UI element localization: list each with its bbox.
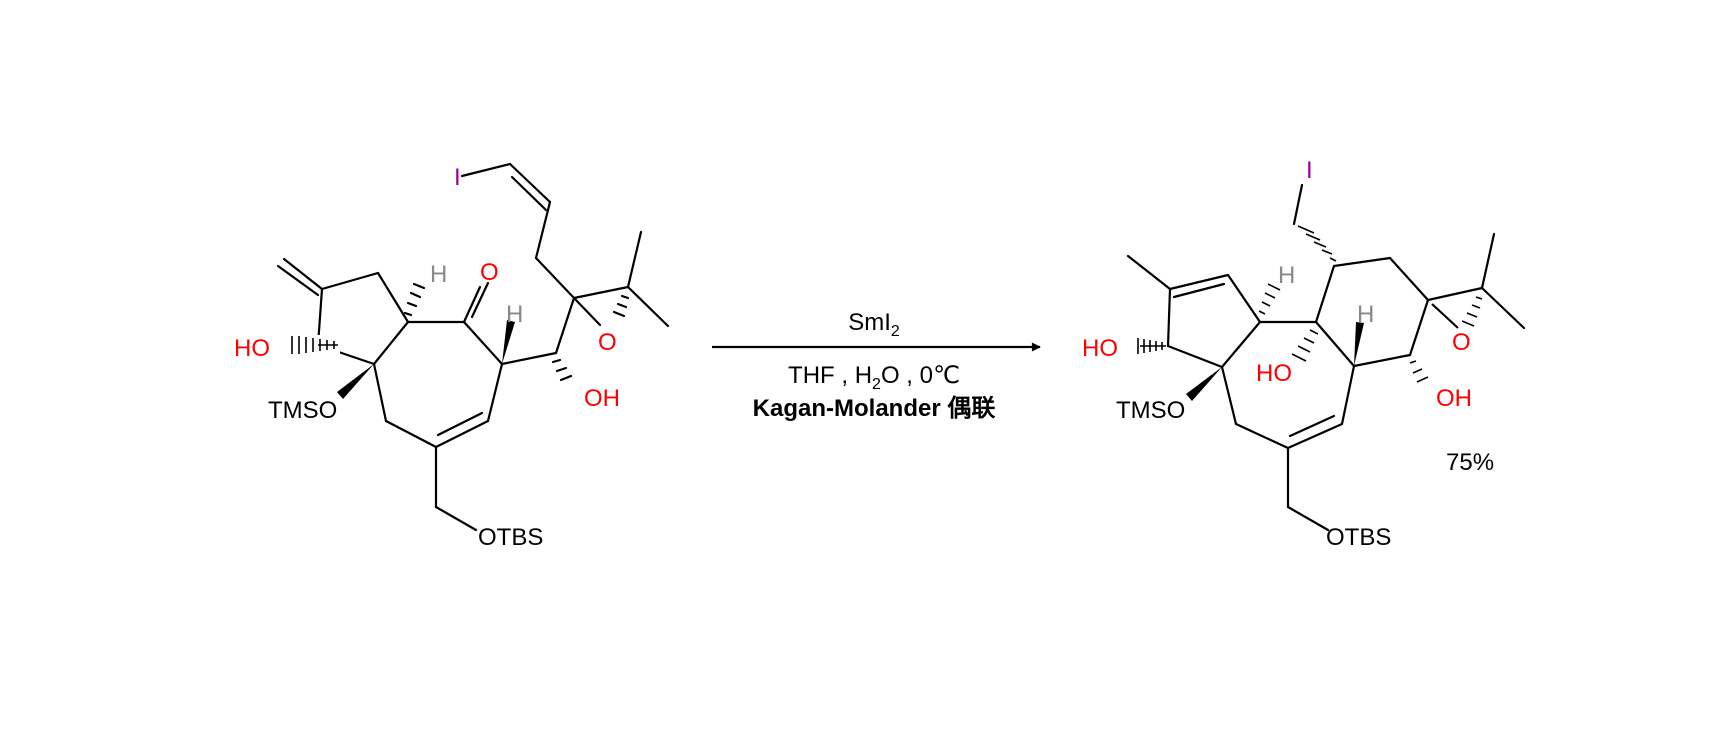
reaction-name-label: Kagan-Molander 偶联 [753, 395, 996, 422]
product-otbs-label: OTBS [1326, 524, 1391, 551]
product-h1-label: H [1278, 262, 1295, 289]
reactant-tmso-label: TMSO [268, 397, 337, 424]
reactant-h1-label: H [430, 261, 447, 288]
reactant-h2-label: H [506, 301, 523, 328]
reactant-structure [276, 162, 670, 532]
product-tmso-label: TMSO [1116, 397, 1185, 424]
product-epoxide-o-label: O [1452, 329, 1471, 356]
product-ho-center-label: HO [1256, 360, 1292, 387]
reactant-ketone-o-label: O [480, 259, 499, 286]
yield-label: 75% [1446, 449, 1494, 476]
product-oh-label: OH [1436, 385, 1472, 412]
product-h2-label: H [1357, 301, 1374, 328]
product-hashed-bonds [1137, 225, 1483, 383]
reactant-hashed-bonds-clean [270, 335, 340, 355]
reagent-label: SmI2 [848, 309, 900, 340]
product-iodo-label: I [1306, 157, 1313, 184]
product-structure [1126, 183, 1526, 532]
reactant-epoxide-o-label: O [598, 329, 617, 356]
reactant-ho-label: HO [234, 335, 270, 362]
conditions-label: THF , H2O , 0℃ [788, 362, 960, 393]
reactant-iodo-label: I [454, 164, 461, 191]
product-ho-left-label: HO [1082, 335, 1118, 362]
reactant-oh-label: OH [584, 385, 620, 412]
reactant-otbs-label: OTBS [478, 524, 543, 551]
